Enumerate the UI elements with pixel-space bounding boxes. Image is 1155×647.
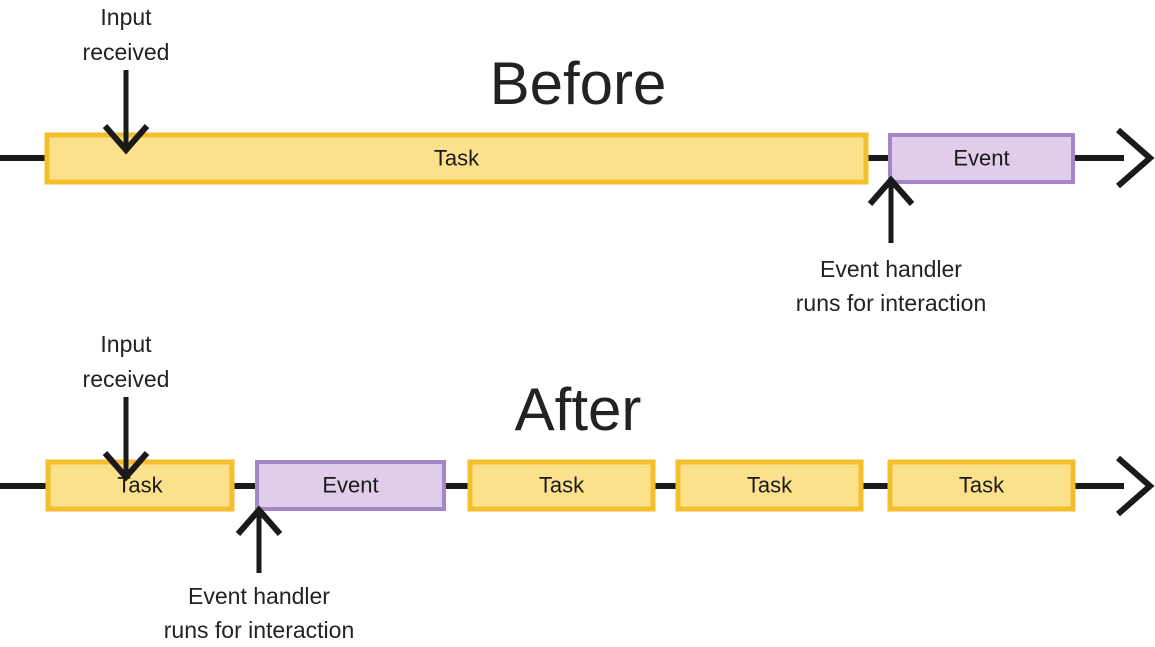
timeline-arrowhead: [1116, 455, 1155, 517]
annotation-label-line2: runs for interaction: [796, 290, 986, 316]
task-block: [675, 459, 864, 512]
annotation-label-line2: received: [83, 39, 170, 65]
task-block-label: Task: [434, 145, 480, 170]
annotation-event-handler-after: Event handler runs for interaction: [164, 505, 354, 643]
timeline-arrowhead: [1116, 127, 1155, 189]
annotation-arrowhead: [235, 505, 283, 536]
annotation-input-received-before: Input received: [83, 4, 170, 155]
annotation-event-handler-before: Event handler runs for interaction: [796, 175, 986, 316]
task-block: [44, 132, 869, 185]
annotation-label-line2: received: [83, 366, 170, 392]
annotation-arrowhead: [102, 124, 150, 155]
annotation-label-line1: Input: [100, 331, 152, 357]
event-block-label: Event: [322, 472, 378, 497]
task-block: [887, 459, 1076, 512]
annotation-arrowhead: [867, 175, 915, 206]
annotation-input-received-after: Input received: [83, 331, 170, 482]
event-block: [255, 460, 446, 511]
task-block-label: Task: [539, 472, 585, 497]
event-block: [888, 133, 1075, 184]
section-title-after: After: [515, 376, 642, 443]
annotation-label-line1: Event handler: [188, 583, 330, 609]
event-block-label: Event: [953, 145, 1009, 170]
task-block-label: Task: [959, 472, 1005, 497]
annotation-label-line2: runs for interaction: [164, 617, 354, 643]
task-block: [467, 459, 656, 512]
task-block-label: Task: [747, 472, 793, 497]
annotation-arrowhead: [102, 451, 150, 482]
annotation-label-line1: Input: [100, 4, 152, 30]
annotation-label-line1: Event handler: [820, 256, 962, 282]
section-title-before: Before: [490, 50, 667, 117]
